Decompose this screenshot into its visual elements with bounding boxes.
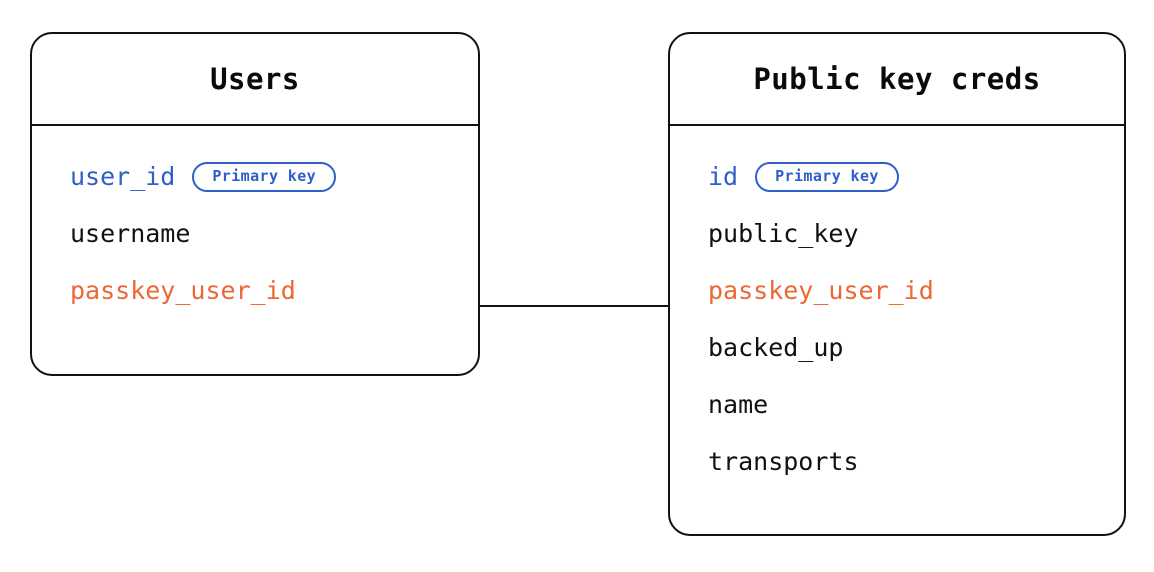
field-name-transports: transports xyxy=(708,447,859,476)
field-row[interactable]: backed_up xyxy=(708,319,1104,376)
entity-public-key-creds-field-list: id Primary key public_key passkey_user_i… xyxy=(670,126,1124,490)
entity-users-field-list: user_id Primary key username passkey_use… xyxy=(32,126,478,319)
field-name-passkey-user-id: passkey_user_id xyxy=(70,276,296,305)
field-name-backed-up: backed_up xyxy=(708,333,844,362)
field-row[interactable]: username xyxy=(70,205,458,262)
entity-users-header: Users xyxy=(32,34,478,126)
relationship-connector-users-to-public-key-creds xyxy=(478,305,670,307)
field-name-passkey-user-id: passkey_user_id xyxy=(708,276,934,305)
field-row[interactable]: passkey_user_id xyxy=(708,262,1104,319)
entity-users[interactable]: Users user_id Primary key username passk… xyxy=(30,32,480,376)
entity-public-key-creds[interactable]: Public key creds id Primary key public_k… xyxy=(668,32,1126,536)
entity-users-title: Users xyxy=(210,62,300,96)
field-name-name: name xyxy=(708,390,769,419)
primary-key-badge: Primary key xyxy=(755,161,899,192)
field-row[interactable]: name xyxy=(708,376,1104,433)
field-row[interactable]: id Primary key xyxy=(708,148,1104,205)
field-row[interactable]: transports xyxy=(708,433,1104,490)
primary-key-badge-label: Primary key xyxy=(775,167,879,185)
field-row[interactable]: passkey_user_id xyxy=(70,262,458,319)
entity-public-key-creds-title: Public key creds xyxy=(753,62,1041,96)
field-name-username: username xyxy=(70,219,191,248)
field-row[interactable]: public_key xyxy=(708,205,1104,262)
primary-key-badge-label: Primary key xyxy=(212,167,317,185)
field-row[interactable]: user_id Primary key xyxy=(70,148,458,205)
field-name-user-id: user_id xyxy=(70,162,176,191)
primary-key-badge: Primary key xyxy=(192,161,337,192)
entity-public-key-creds-header: Public key creds xyxy=(670,34,1124,126)
field-name-id: id xyxy=(708,162,739,191)
field-name-public-key: public_key xyxy=(708,219,859,248)
